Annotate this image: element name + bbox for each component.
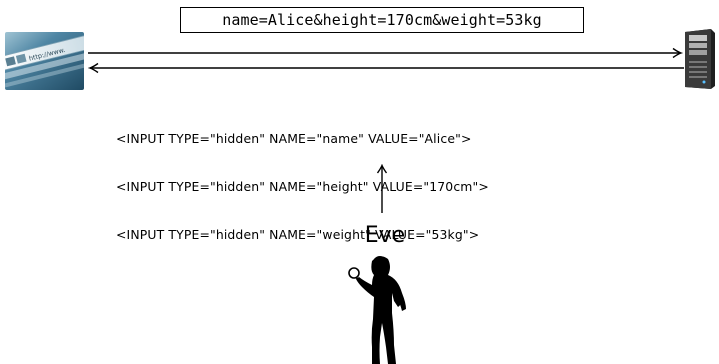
hidden-inputs-code: <INPUT TYPE="hidden" NAME="name" VALUE="… [116, 99, 636, 259]
server-icon [680, 29, 717, 89]
eve-label: Eve [364, 223, 406, 248]
hidden-input-line-height: <INPUT TYPE="hidden" NAME="height" VALUE… [116, 179, 489, 194]
query-string-text: name=Alice&height=170cm&weight=53kg [222, 11, 542, 29]
hidden-input-line-name: <INPUT TYPE="hidden" NAME="name" VALUE="… [116, 131, 472, 146]
response-arrow [88, 62, 684, 74]
hidden-input-line-weight: <INPUT TYPE="hidden" NAME="weight" VALUE… [116, 227, 480, 242]
request-arrow [88, 47, 684, 59]
browser-icon: http://www. [5, 32, 84, 90]
magnifying-glass-icon [348, 267, 360, 281]
eavesdrop-arrow [376, 164, 388, 213]
query-string-box: name=Alice&height=170cm&weight=53kg [180, 7, 584, 33]
request-response-arrows [88, 47, 684, 74]
eve-silhouette-icon [348, 256, 406, 364]
